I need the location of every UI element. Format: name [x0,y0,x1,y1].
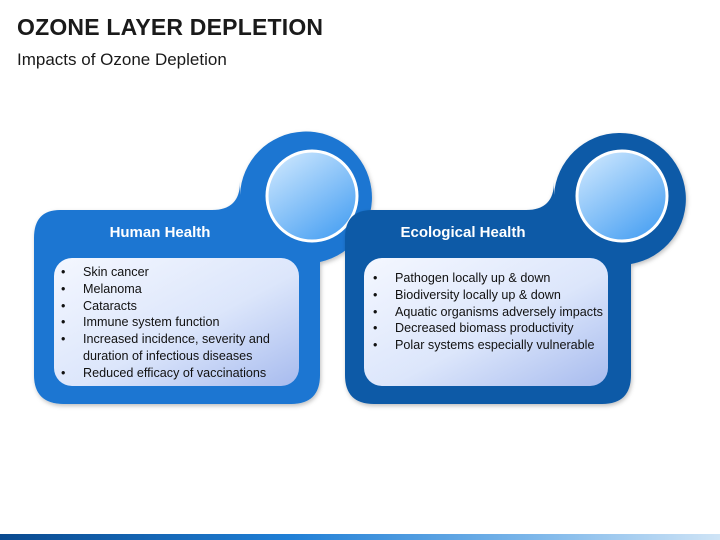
footer-bar [0,534,720,540]
slide-subtitle: Impacts of Ozone Depletion [17,50,227,69]
list-item: Polar systems especially vulnerable [368,337,604,354]
list-item: Reduced efficacy of vaccinations [56,365,294,382]
human-health-title: Human Health [109,224,211,241]
list-item: Decreased biomass productivity [368,320,604,337]
human-card-circle [265,149,359,243]
ecological-health-list: Pathogen locally up & down Biodiversity … [368,270,604,354]
list-item: Melanoma [56,281,294,298]
ecological-health-title: Ecological Health [400,224,526,241]
list-item: Cataracts [56,298,294,315]
list-item: Increased incidence, severity and durati… [56,331,294,365]
list-item: Aquatic organisms adversely impacts [368,304,604,321]
list-item: Immune system function [56,314,294,331]
list-item: Skin cancer [56,264,294,281]
list-item: Biodiversity locally up & down [368,287,604,304]
ecological-card-circle [575,149,669,243]
list-item: Pathogen locally up & down [368,270,604,287]
slide-title: OZONE LAYER DEPLETION [17,14,324,40]
human-health-list: Skin cancer Melanoma Cataracts Immune sy… [56,264,294,382]
